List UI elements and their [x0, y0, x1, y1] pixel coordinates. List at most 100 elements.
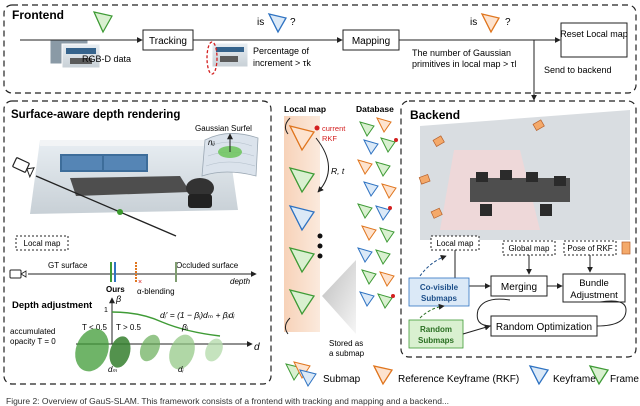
- current-rkf-dot: [314, 125, 320, 131]
- send-backend-label: Send to backend: [544, 65, 612, 75]
- local-map-frame-2: [288, 247, 316, 274]
- question-2: ?: [505, 17, 511, 28]
- backend-room: [418, 110, 630, 240]
- stored-label-1: Stored as: [329, 339, 363, 348]
- frontend-border: [3, 4, 637, 94]
- random-submaps-box: [408, 319, 464, 349]
- legend-rkf-icon: [372, 365, 394, 386]
- backend-border: [400, 100, 637, 358]
- is-label-2: is: [470, 17, 477, 28]
- legend: Submap Reference Keyframe (RKF) Keyframe…: [285, 361, 639, 387]
- reset-label: Reset Local map: [560, 29, 628, 39]
- d-axis-label: d: [254, 342, 260, 353]
- camera-icon-2: [9, 269, 27, 279]
- local-map-keyframe-1: [288, 205, 316, 232]
- bundle-label-1: Bundle: [579, 278, 609, 289]
- gt-surface-label: GT surface: [48, 261, 88, 270]
- store-funnel: [322, 260, 356, 334]
- reset-local-map-box: [560, 22, 628, 58]
- legend-keyframe-label: Keyframe: [553, 374, 596, 385]
- camera-ray: [35, 175, 177, 237]
- ellipsis-dot-1: [317, 233, 323, 239]
- pose-rkf-label: Pose of RKF: [567, 244, 612, 253]
- figure-caption: Figure 2: Overview of GauS-SLAM. This fr…: [6, 396, 449, 406]
- covisible-arrow: [419, 255, 447, 277]
- random-optimization-label: Random Optimization: [496, 322, 592, 333]
- surface-panel: Surface-aware depth rendering Gaussian S: [3, 100, 272, 385]
- tracking-label: Tracking: [149, 36, 187, 47]
- gaussian-surfel-label: Gaussian Surfel: [195, 124, 252, 133]
- database-submaps: [357, 117, 398, 309]
- ellipsis-dot-3: [317, 253, 323, 259]
- normal-label: nᵢⱼ: [208, 138, 215, 147]
- occluded-surface-label: Occluded surface: [176, 261, 239, 270]
- merging-label: Merging: [501, 282, 537, 293]
- surface-border: [3, 100, 272, 385]
- beta-one-label: 1: [104, 307, 108, 314]
- random-label-2: Submaps: [418, 336, 455, 345]
- legend-frame-icon: [588, 365, 610, 386]
- frame-thumbnail: [206, 41, 249, 75]
- gaussian-surfel-inset: [201, 133, 259, 177]
- legend-submap-icon: [285, 361, 317, 387]
- gaussian-ellipses: [75, 328, 223, 372]
- covisible-label-1: Co-visible: [420, 283, 459, 292]
- surface-title: Surface-aware depth rendering: [11, 109, 180, 121]
- backend-panel: Backend Local map Global map Pose of R: [400, 100, 637, 358]
- percentage-line2: increment > τk: [253, 58, 311, 68]
- local-map-frame-1: [288, 167, 316, 194]
- t-lt-label: T < 0.5: [82, 323, 108, 332]
- local-map-tag: [15, 235, 69, 251]
- global-map-label: Global map: [509, 244, 550, 253]
- random-label-1: Random: [420, 325, 452, 334]
- accumulated-line1: accumulated: [10, 327, 55, 336]
- adjust-formula: dᵢ′ = (1 − βᵢ)dₘ + βᵢdᵢ: [160, 310, 235, 320]
- percentage-line1: Percentage of: [253, 46, 310, 56]
- relative-pose-arrow: [315, 137, 329, 193]
- opt-loop-arrow-left: [476, 298, 511, 327]
- dm-label: dₘ: [108, 365, 117, 374]
- frontend-title: Frontend: [12, 8, 64, 22]
- local-map-frame-3: [288, 289, 316, 316]
- bundle-adjustment-box: [562, 273, 626, 303]
- alpha-blending-label: α-blending: [137, 287, 175, 296]
- ray-hit-point: [117, 209, 123, 215]
- rt-label: R, t: [331, 166, 345, 176]
- local-map-title: Local map: [284, 104, 326, 114]
- middle-section: Local map Database current RKF R, t: [284, 104, 398, 358]
- depth-axis-label: depth: [230, 277, 251, 286]
- beta-curve: [111, 311, 221, 337]
- current-label-1: current: [322, 124, 346, 133]
- backend-title: Backend: [410, 108, 460, 122]
- legend-rkf-label: Reference Keyframe (RKF): [398, 374, 519, 385]
- opt-loop-arrow: [596, 300, 627, 327]
- accumulated-line2: opacity T = 0: [10, 337, 56, 346]
- cross-mark: ×: [138, 279, 142, 286]
- mapping-label: Mapping: [352, 36, 390, 47]
- backend-local-map-label: Local map: [437, 239, 474, 248]
- pose-rkf-marker: [621, 241, 631, 255]
- rkf-icon-small: [480, 13, 500, 34]
- gaussian-count-line2: primitives in local map > τl: [412, 59, 516, 69]
- covisible-label-2: Submaps: [421, 294, 458, 303]
- ours-label: Ours: [106, 285, 125, 294]
- beta-axis-label: β: [115, 294, 121, 304]
- ellipsis-dot-2: [317, 243, 323, 249]
- random-to-opt-arrow: [462, 324, 491, 335]
- frame-icon-frontend: [92, 11, 113, 34]
- beta-i-label: βᵢ: [181, 322, 189, 332]
- question-1: ?: [290, 17, 296, 28]
- random-arrow: [419, 303, 445, 319]
- di-label: dᵢ: [178, 365, 184, 374]
- depth-adjustment-title: Depth adjustment: [12, 300, 93, 311]
- frontend-panel: Frontend RGB-D data Tracking is ? Percen…: [3, 4, 637, 101]
- legend-submap-label: Submap: [323, 374, 361, 385]
- database-title: Database: [356, 104, 394, 114]
- local-map-rkf-icon: [288, 125, 316, 152]
- current-label-2: RKF: [322, 134, 337, 143]
- stored-label-2: a submap: [329, 349, 365, 358]
- local-map-tag-label: Local map: [24, 239, 61, 248]
- gaussian-count-line1: The number of Gaussian: [412, 48, 511, 58]
- covisible-box: [408, 277, 470, 307]
